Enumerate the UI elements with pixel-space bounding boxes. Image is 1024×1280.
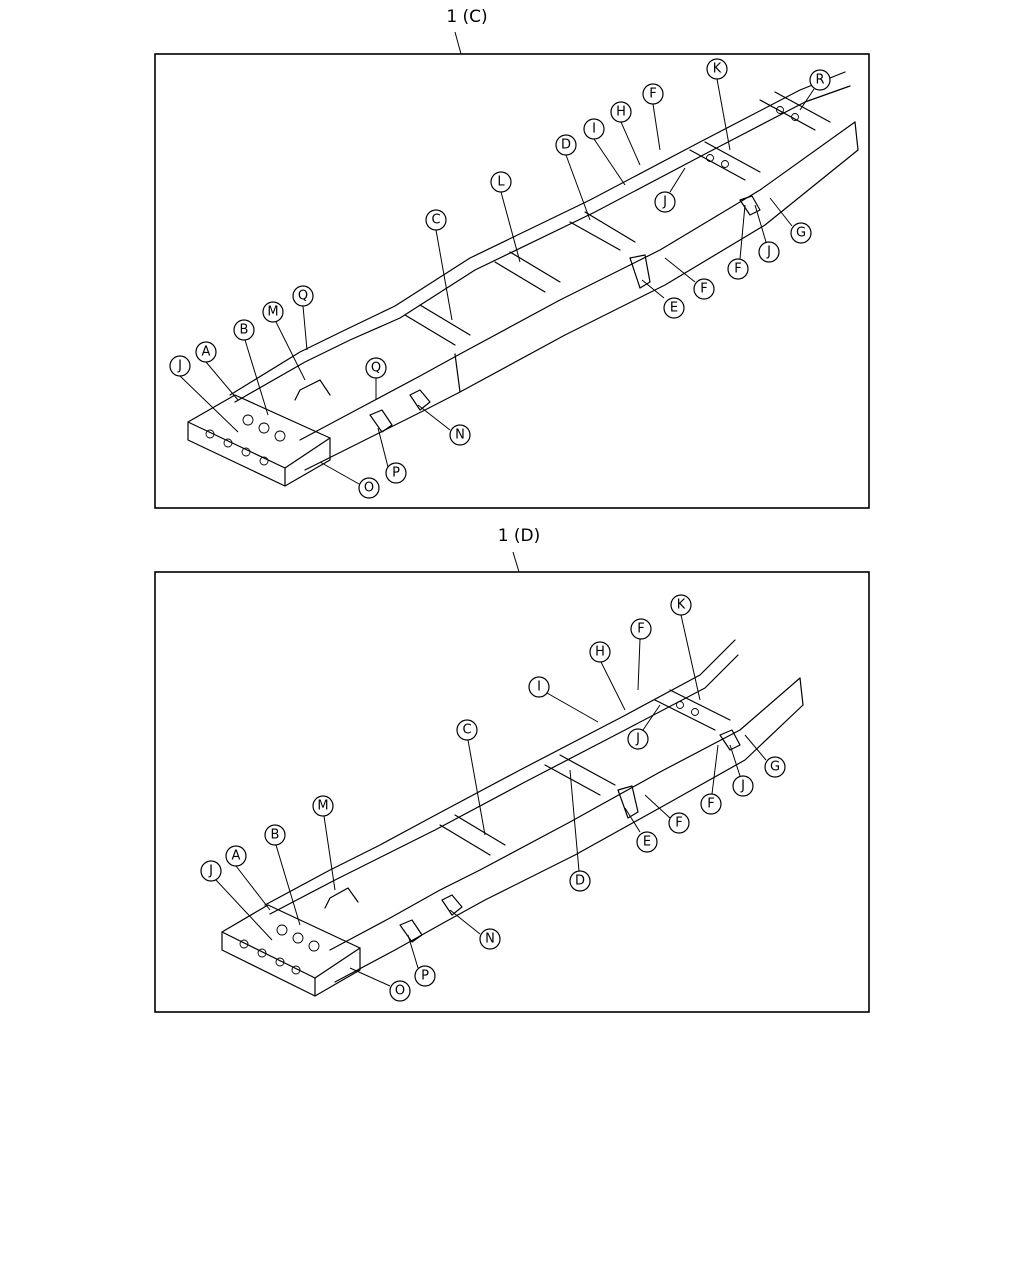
chassis-frame-c — [187, 71, 859, 487]
panel-d-frame — [154, 571, 870, 1013]
callout-d-f3 — [700, 793, 722, 815]
callout-c-m-label: M — [267, 305, 278, 320]
callout-d-j3 — [732, 775, 754, 797]
callout-c-f3-label: F — [734, 262, 741, 277]
callout-d-c-label: C — [462, 723, 471, 738]
panel-d-title: 1 (D) — [498, 526, 541, 546]
callout-c-o-label: O — [364, 481, 374, 496]
callout-c-p — [385, 462, 407, 484]
callout-c-d-label: D — [561, 138, 571, 153]
callout-d-g-label: G — [770, 760, 780, 775]
callout-c-b-label: B — [240, 323, 249, 338]
callout-c-h-label: H — [616, 105, 626, 120]
callout-c-r-label: R — [815, 73, 824, 88]
callout-d-n — [479, 928, 501, 950]
panel-d-title-leader — [512, 551, 520, 573]
callout-c-g-label: G — [796, 226, 806, 241]
callout-c-j2-label: J — [662, 195, 667, 210]
panel-c-frame — [154, 53, 870, 509]
callout-c-e-label: E — [670, 301, 678, 316]
callout-c-i-label: I — [592, 122, 596, 137]
callout-d-k-label: K — [677, 598, 686, 613]
callout-c-f3 — [727, 258, 749, 280]
callout-d-k — [670, 594, 692, 616]
callout-d-j3-label: J — [740, 779, 745, 794]
callout-c-l — [490, 171, 512, 193]
callout-d-p — [414, 965, 436, 987]
callout-c-k — [706, 58, 728, 80]
callout-d-n-label: N — [485, 932, 495, 947]
callout-c-j3-label: J — [766, 245, 771, 260]
callout-d-o — [389, 980, 411, 1002]
callout-c-f1 — [642, 83, 664, 105]
callout-c-o — [358, 477, 380, 499]
callout-c-q1 — [292, 285, 314, 307]
callout-c-n-label: N — [455, 428, 465, 443]
callout-c-p-label: P — [392, 466, 400, 481]
panel-c: 1 (C) — [154, 7, 870, 509]
callout-c-e — [663, 297, 685, 319]
callout-d-j1-label: J — [208, 864, 213, 879]
callout-c-j1 — [169, 355, 191, 377]
callouts-c: A B C D E F F F G — [169, 58, 831, 499]
callout-c-m — [262, 301, 284, 323]
callout-d-f1 — [630, 618, 652, 640]
callout-c-j1-label: J — [177, 359, 182, 374]
callout-d-j2 — [627, 728, 649, 750]
callout-d-c — [456, 719, 478, 741]
callout-c-n — [449, 424, 471, 446]
callout-d-m-label: M — [317, 799, 328, 814]
callout-d-i — [528, 676, 550, 698]
callout-c-c — [425, 209, 447, 231]
callout-c-h — [610, 101, 632, 123]
callout-c-r — [809, 69, 831, 91]
callout-c-q2-label: Q — [371, 361, 381, 376]
callout-c-a-label: A — [202, 345, 211, 360]
callout-c-k-label: K — [713, 62, 722, 77]
callout-d-a — [225, 845, 247, 867]
callout-d-f2 — [668, 812, 690, 834]
callout-c-d — [555, 134, 577, 156]
callout-d-a-label: A — [232, 849, 241, 864]
callout-d-d — [569, 870, 591, 892]
callout-c-q1-label: Q — [298, 289, 308, 304]
callout-c-f1-label: F — [649, 87, 656, 102]
callout-c-f2 — [693, 278, 715, 300]
callout-c-f2-label: F — [700, 282, 707, 297]
callouts-d: A B C D E F F F G — [200, 594, 786, 1002]
callout-d-j1 — [200, 860, 222, 882]
panel-c-title-leader — [454, 31, 462, 55]
callout-d-b — [264, 824, 286, 846]
chassis-frame-d — [221, 639, 804, 997]
callout-d-i-label: I — [537, 680, 541, 695]
callout-c-b — [233, 319, 255, 341]
callout-d-f2-label: F — [675, 816, 682, 831]
callout-d-b-label: B — [271, 828, 280, 843]
panel-c-title: 1 (C) — [446, 7, 487, 27]
callout-d-d-label: D — [575, 874, 585, 889]
callout-d-h-label: H — [595, 645, 605, 660]
callout-d-m — [312, 795, 334, 817]
callout-c-c-label: C — [431, 213, 440, 228]
callout-c-a — [195, 341, 217, 363]
callout-c-l-label: L — [497, 175, 505, 190]
callout-c-q2 — [365, 357, 387, 379]
callout-d-e — [636, 831, 658, 853]
callout-d-g — [764, 756, 786, 778]
callout-d-p-label: P — [421, 969, 429, 984]
panel-d: 1 (D) — [154, 526, 870, 1013]
callout-d-e-label: E — [643, 835, 651, 850]
callout-d-f1-label: F — [637, 622, 644, 637]
callout-d-h — [589, 641, 611, 663]
callout-d-j2-label: J — [635, 732, 640, 747]
callout-c-j2 — [654, 191, 676, 213]
callout-d-o-label: O — [395, 984, 405, 999]
callout-c-i — [583, 118, 605, 140]
callout-d-f3-label: F — [707, 797, 714, 812]
callout-c-g — [790, 222, 812, 244]
callout-c-j3 — [758, 241, 780, 263]
